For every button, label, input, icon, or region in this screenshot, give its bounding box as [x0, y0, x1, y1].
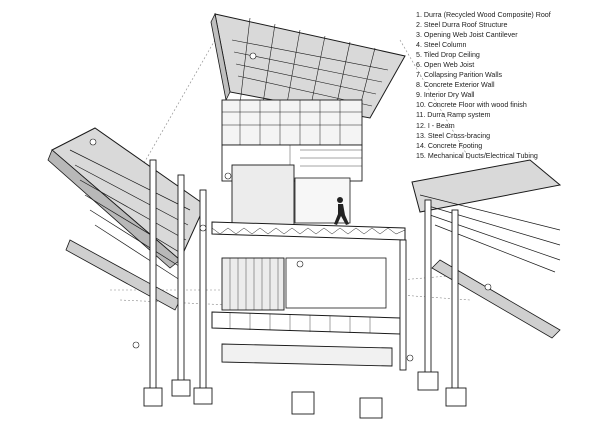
legend-item: 1. Durra (Recycled Wood Composite) Roof: [416, 11, 551, 19]
right-columns: [399, 199, 467, 407]
person-figure: [334, 197, 349, 225]
legend-item: 15. Mechanical Ducts/Electrical Tubing: [416, 151, 538, 160]
callout-markers: [89, 52, 492, 362]
central-floor-joist: [211, 221, 406, 241]
right-wing-roof: [411, 159, 562, 339]
legend-item: 6. Open Web Joist: [416, 61, 475, 70]
left-columns: [143, 159, 213, 407]
legend-item: 4. Steel Column: [416, 41, 467, 50]
central-lower-block: [211, 257, 401, 367]
legend-item: 13. Steel Cross-bracing: [416, 131, 491, 140]
legend-item: 7. Collapsing Parition Walls: [416, 71, 503, 80]
central-roof-canopy: [210, 12, 406, 131]
legend-list: 1. Durra (Recycled Wood Composite) Roof …: [416, 10, 612, 161]
legend-item: 11. Durra Ramp system: [416, 111, 491, 120]
legend-item: 2. Steel Durra Roof Structure: [416, 21, 508, 30]
legend-item: 9. Interior Dry Wall: [416, 91, 475, 100]
legend-item: 14. Concrete Footing: [416, 141, 483, 150]
legend-item: 12. I - Beam: [416, 121, 455, 130]
dashed-construction-lines: [110, 39, 471, 306]
legend-item: 3. Opening Web Joist Cantilever: [416, 31, 518, 40]
central-concrete-wall: [231, 164, 351, 226]
legend-item: 10. Concrete Floor with wood finish: [416, 101, 527, 110]
legend-item: 8. Concrete Exterior Wall: [416, 81, 495, 90]
central-footings: [291, 391, 383, 419]
legend-item: 5. Tiled Drop Ceiling: [416, 51, 480, 60]
